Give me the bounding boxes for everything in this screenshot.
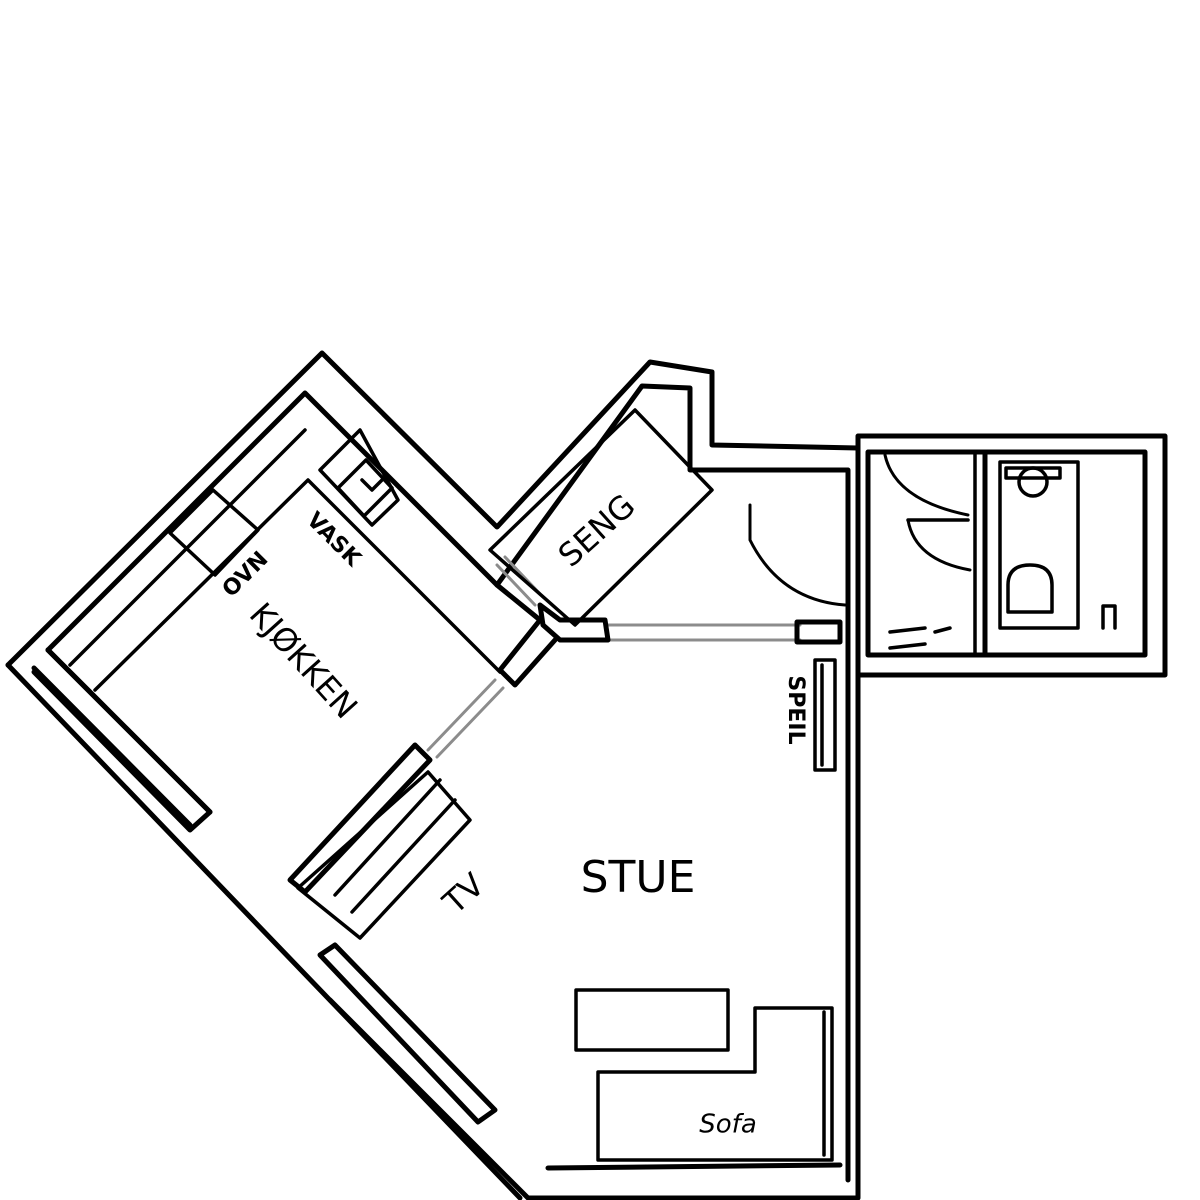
stue-door-stub	[794, 619, 843, 645]
labels: KJØKKEN SENG STUE VASK OVN TV SPEIL Sofa	[218, 487, 808, 1140]
glass-partitions	[426, 555, 802, 759]
outer-wall-outline	[5, 350, 861, 1200]
bathtub	[998, 460, 1080, 630]
coffee-table	[574, 988, 730, 1052]
sink-basin	[336, 458, 394, 518]
bed	[488, 408, 714, 627]
tv-bench-line-1	[333, 778, 442, 897]
bathroom-door-swing-1	[883, 453, 970, 517]
tv-bench	[296, 770, 472, 940]
stue-lower-wall	[317, 942, 498, 1125]
oven-unit	[168, 488, 260, 577]
hall-door	[748, 503, 847, 607]
label-kitchen: KJØKKEN	[242, 595, 365, 726]
living-room	[296, 658, 843, 1171]
bathroom	[855, 433, 1168, 678]
bathroom-outer-wall	[855, 433, 1168, 678]
tv-bench-line-2	[350, 798, 457, 914]
bath-tap	[1101, 604, 1117, 630]
bathroom-sink	[1004, 466, 1062, 480]
outer-wall-lower-left-inner	[31, 665, 193, 828]
bed-alcove-wall	[537, 602, 611, 643]
inner-wall-outline	[45, 383, 851, 1183]
bed-alcove	[488, 408, 843, 645]
kitchen-stue-wall	[494, 582, 558, 688]
mark-1	[888, 626, 927, 634]
label-living: STUE	[581, 852, 696, 903]
toilet	[1006, 563, 1054, 614]
sink-tap	[360, 478, 384, 492]
label-sink: VASK	[301, 508, 366, 573]
mark-3	[933, 626, 952, 634]
label-sofa: Sofa	[699, 1110, 757, 1140]
mirror	[813, 658, 837, 772]
bathroom-door-swing-2	[906, 518, 972, 572]
glass-kitchen-stue-2	[435, 686, 505, 759]
stue-bottom-wall	[545, 1162, 843, 1171]
label-oven: OVN	[218, 547, 274, 603]
label-tv: TV	[435, 865, 492, 922]
outer-wall-lower-left	[5, 662, 523, 1200]
label-bed: SENG	[551, 487, 643, 575]
hall-door-swing	[748, 503, 847, 607]
sofa	[596, 1006, 834, 1162]
bathroom-sink-basin	[1017, 466, 1049, 498]
glass-bed-kitchen-1	[495, 563, 537, 607]
mark-2	[888, 642, 927, 650]
kitchen-wall	[31, 647, 213, 833]
kitchen-counter	[93, 478, 502, 692]
glass-kitchen-stue-1	[426, 678, 497, 752]
label-mirror: SPEIL	[783, 675, 808, 744]
bathroom-inner-wall	[865, 449, 1148, 658]
